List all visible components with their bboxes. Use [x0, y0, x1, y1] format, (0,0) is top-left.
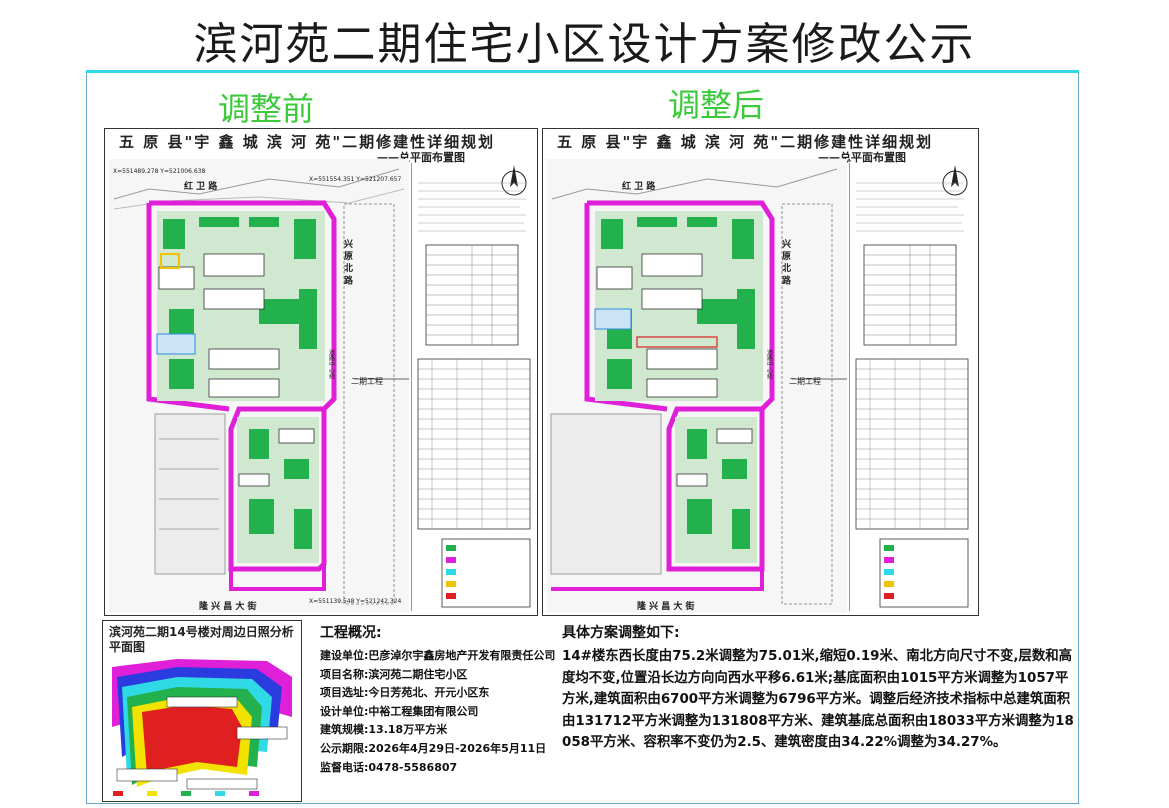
road-east-label: 兴 原 北 路 — [780, 238, 791, 285]
phase-label: 二期工程 — [351, 377, 383, 386]
label-before: 调整前 — [218, 90, 315, 128]
road-top-label: 红 卫 路 — [622, 180, 656, 192]
overview-row: 项目选址:今日芳苑北、开元小区东 — [320, 686, 490, 700]
site-plan-drawing: 二期工程 红 卫 路 隆 兴 昌 大 街 兴 原 北 路 道路中心线 X=551… — [109, 159, 409, 613]
sunlight-analysis-image — [107, 657, 297, 799]
overview-row: 监督电话:0478-5586807 — [320, 760, 458, 774]
overview-row: 设计单位:中裕工程集团有限公司 — [320, 704, 479, 718]
page-title: 滨河苑二期住宅小区设计方案修改公示 — [193, 19, 976, 70]
overview-row: 项目名称:滨河苑二期住宅小区 — [320, 667, 468, 681]
cyan-divider — [86, 70, 1079, 73]
sunlight-analysis: 滨河苑二期14号楼对周边日照分析平面图 — [102, 620, 302, 802]
overview-row: 公示期限:2026年4月29日-2026年5月11日 — [320, 741, 547, 755]
project-overview: 工程概况: 建设单位:巴彦淖尔宇鑫房地产开发有限责任公司 项目名称:滨河苑二期住… — [320, 622, 560, 777]
road-bottom-label: 隆 兴 昌 大 街 — [199, 600, 257, 612]
road-bottom-label: 隆 兴 昌 大 街 — [637, 600, 695, 612]
adjustment-body: 14#楼东西长度由75.2米调整为75.01米,缩短0.19米、南北方向尺寸不变… — [562, 649, 1074, 750]
coord-c: X=551139.548 Y=521242.324 — [309, 598, 401, 605]
road-east-label: 兴 原 北 路 — [342, 238, 353, 285]
overview-heading: 工程概况: — [320, 625, 382, 641]
technical-notes-tables — [849, 163, 970, 611]
road-top-label: 红 卫 路 — [184, 180, 218, 192]
coord-b: X=551554.351 Y=521207.657 — [309, 176, 401, 183]
adjustment-heading: 具体方案调整如下: — [562, 625, 680, 641]
overview-row: 建筑规模:13.18万平方米 — [320, 723, 448, 737]
site-plan-drawing: 二期工程 红 卫 路 隆 兴 昌 大 街 兴 原 北 路 道路中心线 — [547, 159, 847, 613]
adjustment-details: 具体方案调整如下: 14#楼东西长度由75.2米调整为75.01米,缩短0.19… — [562, 622, 1080, 754]
technical-notes-tables — [411, 163, 532, 611]
plan-title: 五 原 县"宇 鑫 城 滨 河 苑"二期修建性详细规划 — [119, 133, 496, 151]
overview-row: 建设单位:巴彦淖尔宇鑫房地产开发有限责任公司 — [320, 649, 556, 662]
coord-a: X=551489.278 Y=521006.638 — [113, 168, 205, 175]
sunlight-title: 滨河苑二期14号楼对周边日照分析平面图 — [109, 625, 294, 654]
label-after: 调整后 — [668, 86, 765, 124]
phase-label: 二期工程 — [789, 377, 821, 386]
plan-panel-before: 五 原 县"宇 鑫 城 滨 河 苑"二期修建性详细规划 ——总平面布置图 — [104, 128, 538, 616]
plan-panel-after: 五 原 县"宇 鑫 城 滨 河 苑"二期修建性详细规划 ——总平面布置图 — [542, 128, 979, 616]
centerline-label: 道路中心线 — [766, 348, 773, 379]
centerline-label: 道路中心线 — [328, 348, 335, 379]
plan-title: 五 原 县"宇 鑫 城 滨 河 苑"二期修建性详细规划 — [557, 133, 934, 151]
